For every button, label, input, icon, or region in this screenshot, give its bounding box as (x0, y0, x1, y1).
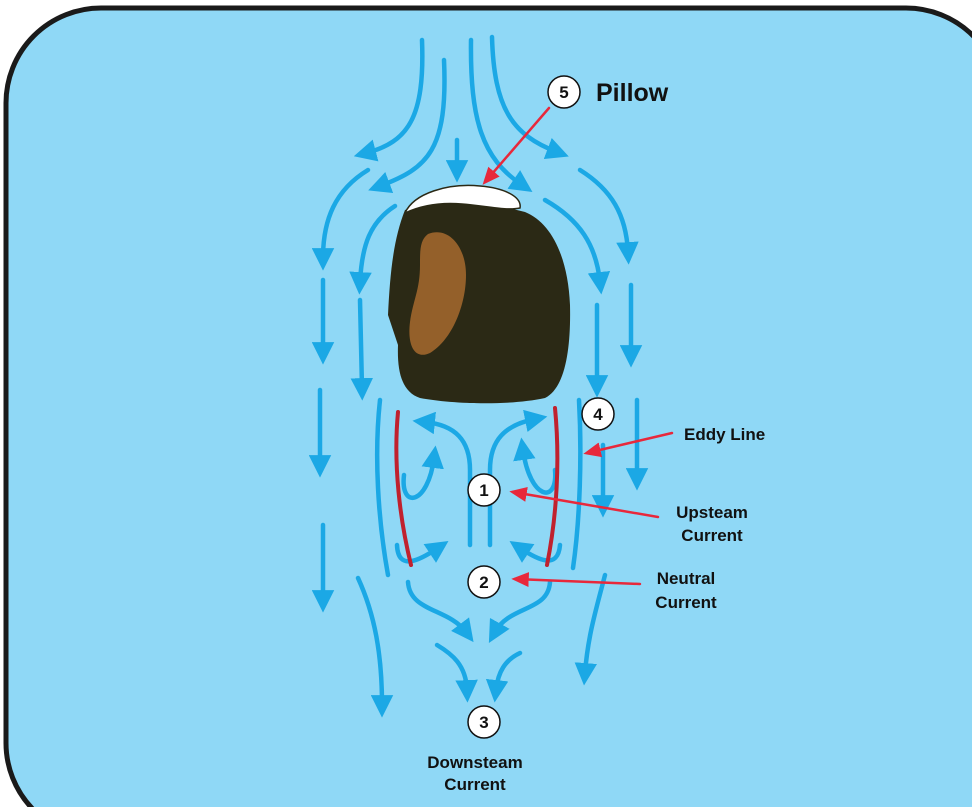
upstream-label-line2: Current (681, 526, 743, 545)
svg-text:2: 2 (479, 573, 488, 592)
svg-text:1: 1 (479, 481, 488, 500)
marker-5: 5 (548, 76, 580, 108)
upstream-label-line1: Upsteam (676, 503, 748, 522)
water-background (6, 8, 972, 807)
downstream-label-line1: Downsteam (427, 753, 522, 772)
flow-arrow (360, 300, 362, 388)
marker-1: 1 (468, 474, 500, 506)
pillow-label: Pillow (596, 79, 669, 107)
eddy-line-label: Eddy Line (684, 425, 765, 444)
svg-text:5: 5 (559, 83, 568, 102)
marker-4: 4 (582, 398, 614, 430)
marker-2: 2 (468, 566, 500, 598)
neutral-label-line1: Neutral (657, 569, 716, 588)
svg-text:3: 3 (479, 713, 488, 732)
neutral-label-line2: Current (655, 593, 717, 612)
downstream-label-line2: Current (444, 775, 506, 794)
svg-text:4: 4 (593, 405, 603, 424)
marker-3: 3 (468, 706, 500, 738)
